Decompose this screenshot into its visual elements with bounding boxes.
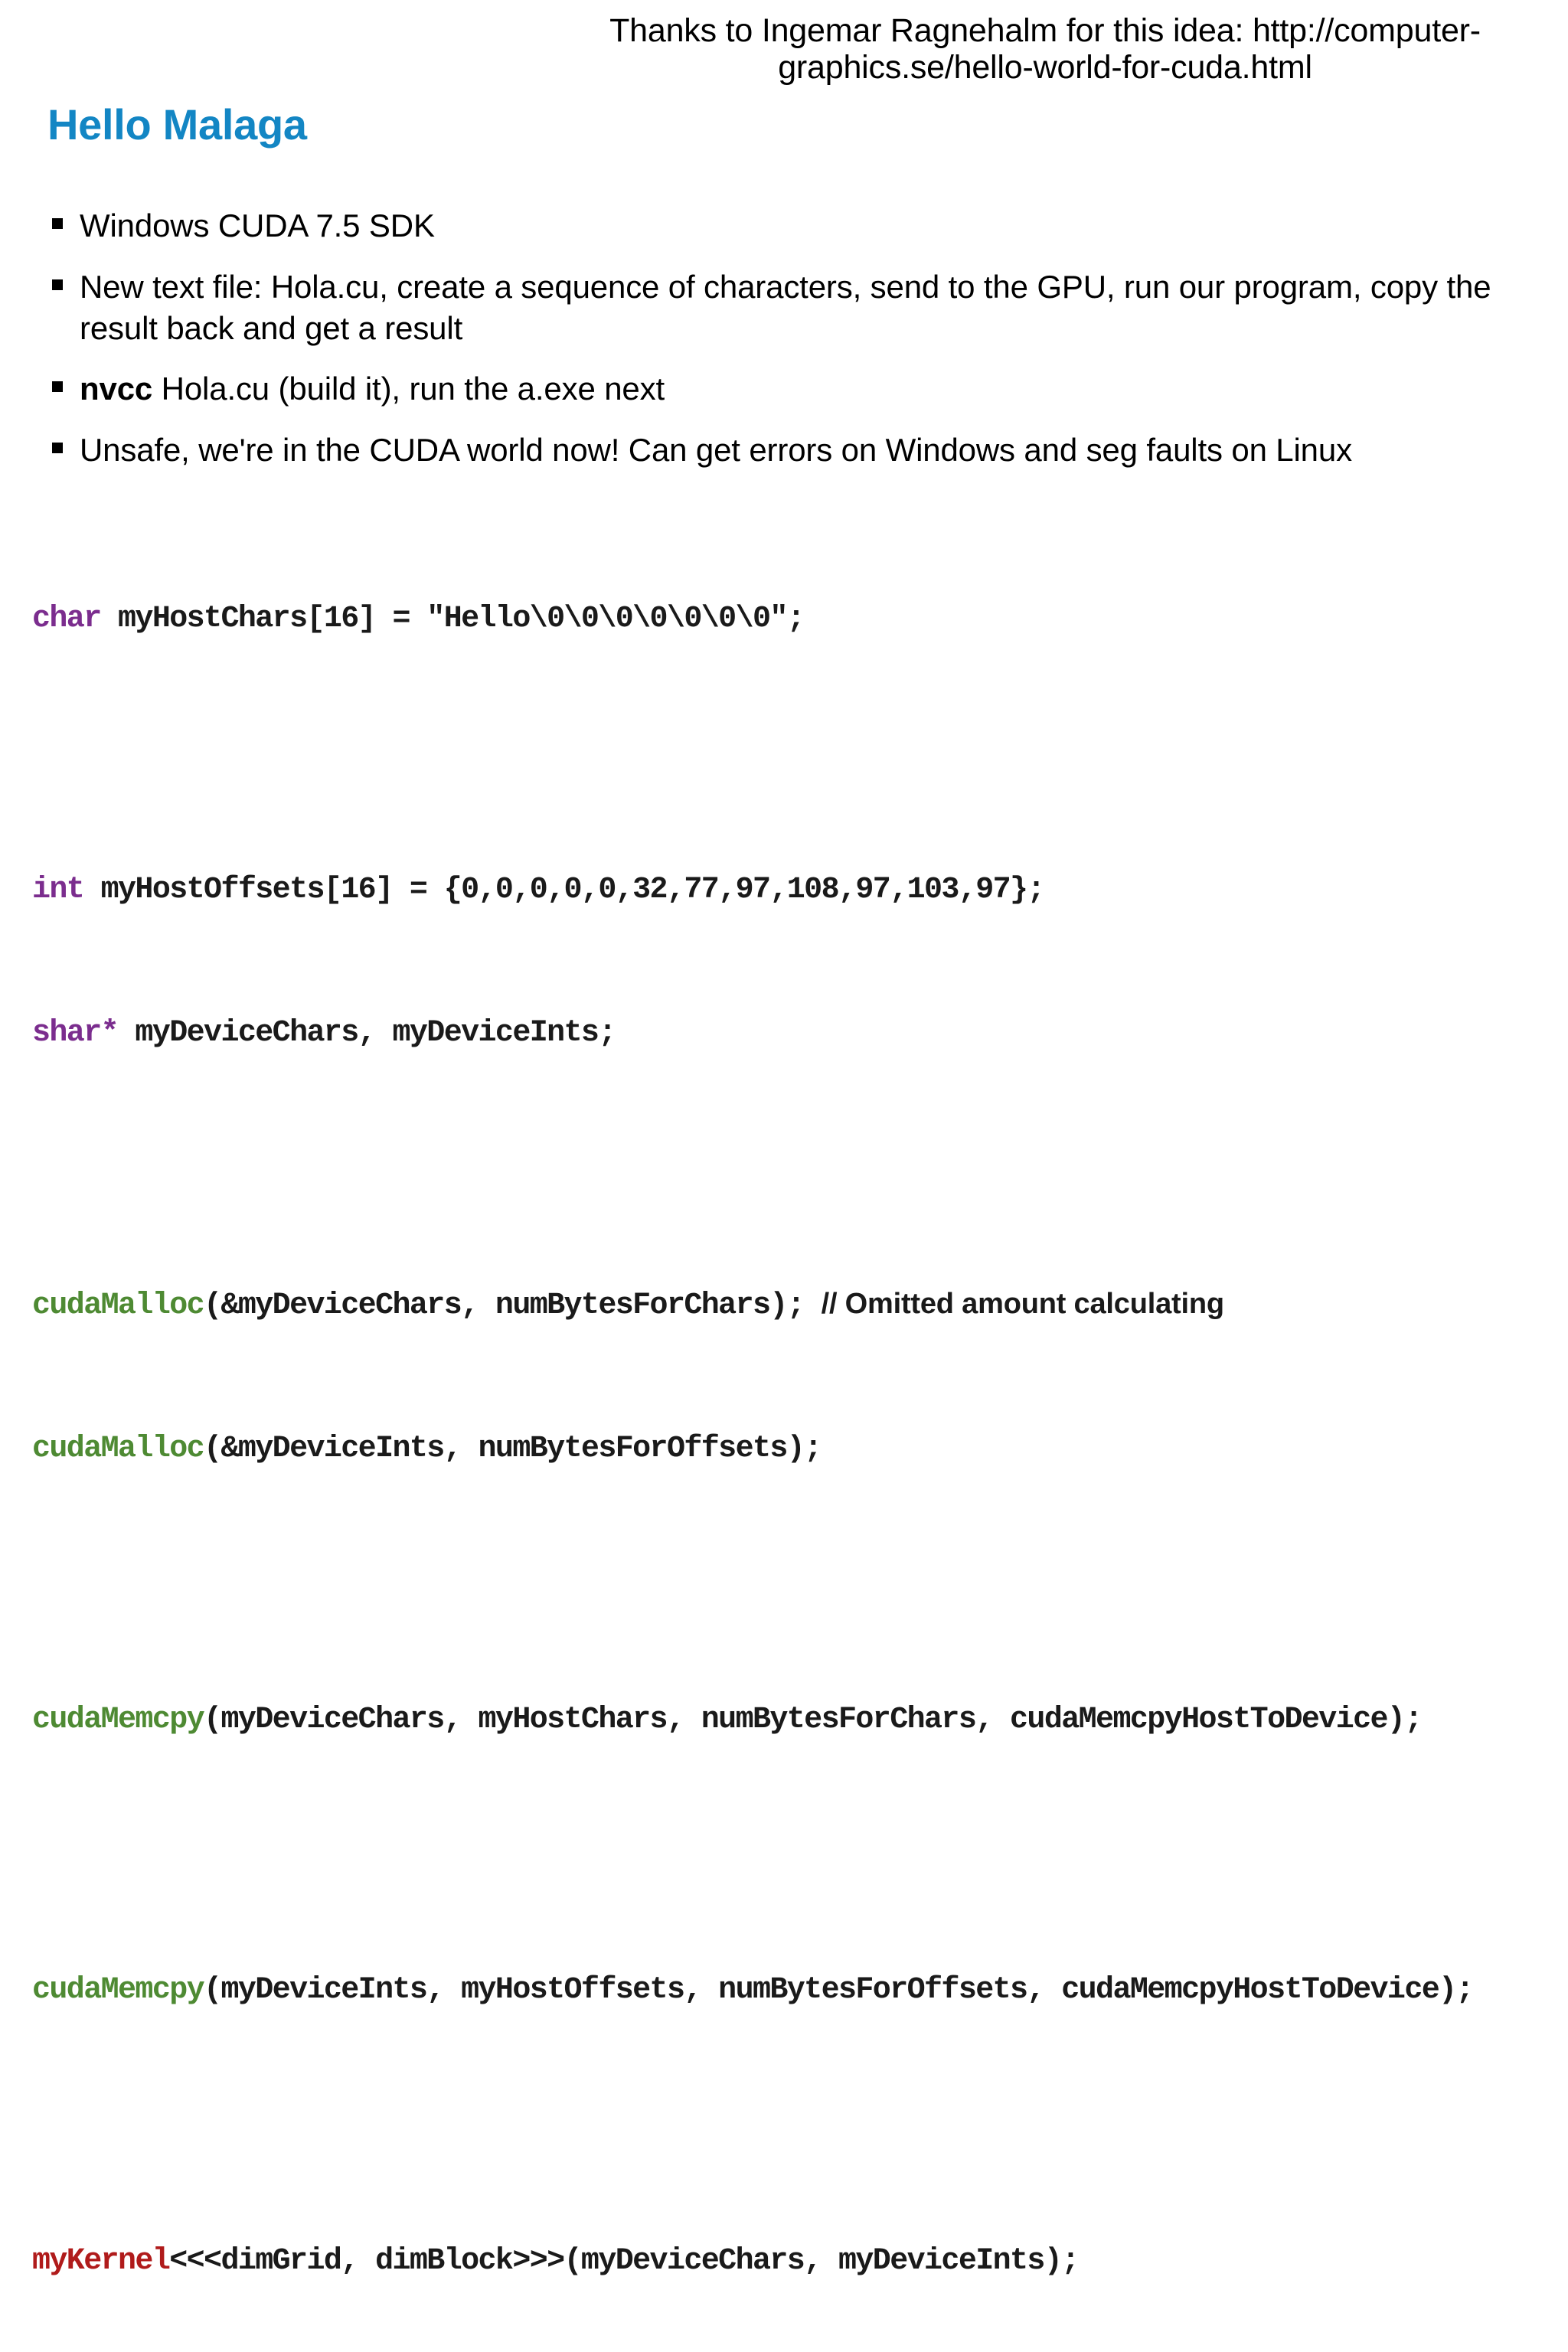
page-title: Hello Malaga: [47, 100, 307, 149]
code-text: myHostOffsets[16] = {0,0,0,0,0,32,77,97,…: [83, 872, 1046, 907]
code-kernel-name: myKernel: [32, 2243, 171, 2278]
code-line-declare-device-pointers: shar* myDeviceChars, myDeviceInts;: [32, 1016, 1556, 1052]
code-keyword: int: [32, 872, 85, 907]
square-bullet-icon: [52, 279, 63, 290]
code-function: cudaMemcpy: [32, 1702, 205, 1737]
code-spacer: [32, 1846, 1556, 1866]
code-text: <<<dimGrid, dimBlock>>>(myDeviceChars, m…: [169, 2243, 1080, 2278]
code-text: myHostChars[16] = "Hello\0\0\0\0\0\0\0";: [100, 602, 805, 637]
code-text: (myDeviceChars, myHostChars, numBytesFor…: [204, 1702, 1423, 1737]
bullet-list: Windows CUDA 7.5 SDK New text file: Hola…: [47, 205, 1525, 491]
code-text: (myDeviceInts, myHostOffsets, numBytesFo…: [204, 1973, 1474, 2008]
code-text: (&myDeviceChars, numBytesForChars);: [204, 1288, 822, 1323]
list-item-label: Hola.cu (build it), run the a.exe next: [152, 371, 665, 407]
code-keyword: char: [32, 602, 102, 637]
code-block: char myHostChars[16] = "Hello\0\0\0\0\0\…: [32, 495, 1556, 2352]
code-line-memcpy-chars-to-device: cudaMemcpy(myDeviceChars, myHostChars, n…: [32, 1703, 1556, 1739]
list-item-label: New text file: Hola.cu, create a sequenc…: [80, 268, 1491, 346]
credit-note: Thanks to Ingemar Ragnehalm for this ide…: [609, 12, 1481, 87]
code-function: cudaMalloc: [32, 1431, 205, 1466]
code-text: (&myDeviceInts, numBytesForOffsets);: [204, 1431, 822, 1466]
list-item: Unsafe, we're in the CUDA world now! Can…: [47, 430, 1525, 471]
square-bullet-icon: [52, 381, 63, 393]
code-line-memcpy-ints-to-device: cudaMemcpy(myDeviceInts, myHostOffsets, …: [32, 1973, 1556, 2009]
code-line-malloc-chars: cudaMalloc(&myDeviceChars, numBytesForCh…: [32, 1287, 1556, 1325]
code-spacer: [32, 1159, 1556, 1179]
list-item: nvcc Hola.cu (build it), run the a.exe n…: [47, 368, 1525, 410]
code-line-declare-offsets: int myHostOffsets[16] = {0,0,0,0,0,32,77…: [32, 873, 1556, 909]
code-function: cudaMalloc: [32, 1288, 205, 1323]
code-keyword: shar*: [32, 1016, 119, 1051]
slide-canvas: Thanks to Ingemar Ragnehalm for this ide…: [32, 12, 1525, 2278]
list-item: New text file: Hola.cu, create a sequenc…: [47, 266, 1525, 349]
list-item: Windows CUDA 7.5 SDK: [47, 205, 1525, 247]
list-item-label: Windows CUDA 7.5 SDK: [80, 207, 435, 243]
list-item-label: Unsafe, we're in the CUDA world now! Can…: [80, 432, 1352, 468]
list-item-emphasis: nvcc: [80, 371, 153, 407]
code-spacer: [32, 746, 1556, 766]
code-spacer: [32, 1575, 1556, 1595]
code-comment: // Omitted amount calculating: [821, 1287, 1224, 1320]
code-function: cudaMemcpy: [32, 1973, 205, 2008]
code-line-malloc-ints: cudaMalloc(&myDeviceInts, numBytesForOff…: [32, 1432, 1556, 1468]
square-bullet-icon: [52, 443, 63, 453]
code-spacer: [32, 2116, 1556, 2136]
square-bullet-icon: [52, 218, 63, 229]
code-line-declare-chars: char myHostChars[16] = "Hello\0\0\0\0\0\…: [32, 602, 1556, 638]
code-text: myDeviceChars, myDeviceInts;: [118, 1016, 616, 1051]
code-line-kernel-launch: myKernel<<<dimGrid, dimBlock>>>(myDevice…: [32, 2244, 1556, 2280]
